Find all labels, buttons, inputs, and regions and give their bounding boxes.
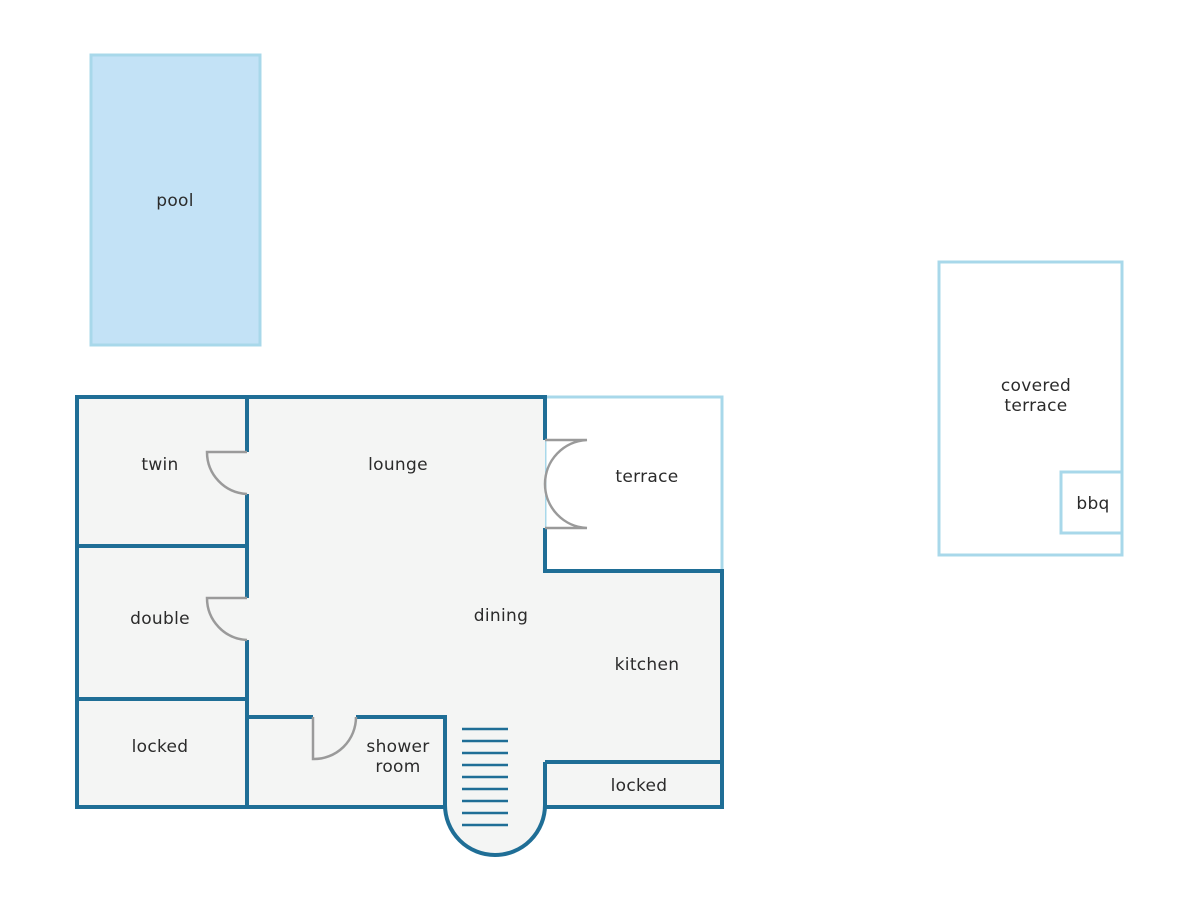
- label-kitchen: kitchen: [614, 655, 680, 675]
- terrace-area: [543, 395, 724, 573]
- label-pool: pool: [156, 191, 194, 211]
- label-terrace: terrace: [615, 467, 679, 487]
- wall-shower-room: [247, 715, 447, 807]
- label-dining: dining: [473, 606, 529, 626]
- label-covered-terrace: covered terrace: [976, 376, 1096, 416]
- house-floor: [77, 397, 722, 855]
- door-icon: [311, 716, 358, 761]
- label-lounge: lounge: [368, 455, 428, 475]
- door-icon: [543, 438, 588, 485]
- door-icon: [205, 596, 248, 642]
- label-covered-terrace-line2: terrace: [1004, 396, 1068, 416]
- door-icon: [205, 450, 248, 496]
- label-covered-terrace-line1: covered: [1000, 376, 1072, 396]
- label-locked-left: locked: [131, 737, 189, 757]
- stairs-icon: [462, 727, 508, 827]
- house-outer-wall: [75, 395, 547, 809]
- door-icon: [543, 483, 588, 530]
- label-twin: twin: [141, 455, 179, 475]
- label-shower-room-line1: shower: [366, 737, 430, 757]
- label-bbq: bbq: [1076, 494, 1110, 514]
- house-wall-terrace: [543, 528, 724, 809]
- label-locked-right: locked: [610, 776, 668, 796]
- pool-area: [89, 53, 262, 347]
- label-shower-room: shower room: [338, 737, 458, 777]
- bbq-area: [1059, 470, 1124, 535]
- stair-well: [443, 717, 547, 857]
- label-shower-room-line2: room: [375, 757, 421, 777]
- label-double: double: [130, 609, 190, 629]
